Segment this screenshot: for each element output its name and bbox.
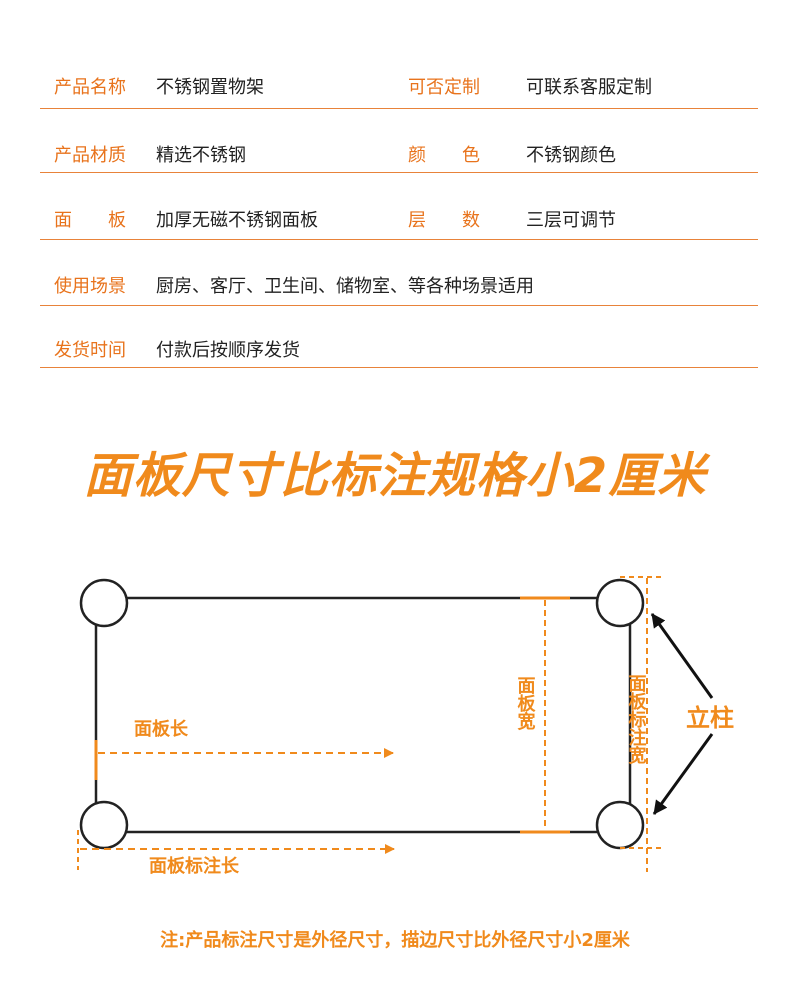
panel-marked-width-label: 面板标注宽: [626, 674, 648, 765]
spec-row: 产品名称 不锈钢置物架 可否定制 可联系客服定制: [40, 40, 758, 109]
spec-row: 面 板 加厚无磁不锈钢面板 层 数 三层可调节: [40, 173, 758, 240]
spec-row: 产品材质 精选不锈钢 颜 色 不锈钢颜色: [40, 109, 758, 173]
spec-value: 可联系客服定制: [526, 77, 652, 98]
panel-width-label: 面板宽: [515, 676, 536, 731]
spec-value: 不锈钢颜色: [526, 145, 616, 166]
spec-value: 三层可调节: [526, 210, 616, 231]
spec-label: 产品材质: [54, 145, 126, 166]
spec-table: 产品名称 不锈钢置物架 可否定制 可联系客服定制 产品材质 精选不锈钢 颜 色 …: [40, 40, 758, 368]
spec-label: 层 数: [408, 210, 480, 231]
spec-label: 产品名称: [54, 77, 126, 98]
spec-value: 不锈钢置物架: [156, 77, 264, 98]
spec-value: 付款后按顺序发货: [156, 340, 300, 361]
spec-row: 使用场景 厨房、客厅、卫生间、储物室、等各种场景适用: [40, 240, 758, 306]
post-circle: [79, 800, 129, 850]
panel-dimension-diagram: 面板长 面板标注长 面板宽 面板标注宽 立柱: [77, 576, 734, 877]
size-note: 注:产品标注尺寸是外径尺寸，描边尺寸比外径尺寸小2厘米: [160, 930, 630, 951]
spec-label: 发货时间: [54, 340, 126, 361]
panel-length-label: 面板长: [134, 718, 189, 740]
post-label: 立柱: [686, 704, 734, 732]
panel-outline: [94, 596, 632, 834]
post-circle: [595, 578, 645, 628]
spec-label: 面 板: [54, 210, 126, 231]
spec-value: 厨房、客厅、卫生间、储物室、等各种场景适用: [156, 276, 534, 297]
post-circle: [595, 800, 645, 850]
post-circle: [79, 578, 129, 628]
spec-value: 加厚无磁不锈钢面板: [156, 210, 318, 231]
spec-row: 发货时间 付款后按顺序发货: [40, 306, 758, 368]
post-pointer-arrow: [650, 613, 714, 699]
spec-value: 精选不锈钢: [156, 145, 246, 166]
spec-label: 可否定制: [408, 77, 480, 98]
spec-label: 使用场景: [54, 276, 126, 297]
spec-label: 颜 色: [408, 145, 480, 166]
page-title: 面板尺寸比标注规格小2厘米: [83, 448, 707, 504]
panel-marked-length-label: 面板标注长: [149, 855, 240, 877]
post-pointer-arrow: [652, 733, 714, 815]
